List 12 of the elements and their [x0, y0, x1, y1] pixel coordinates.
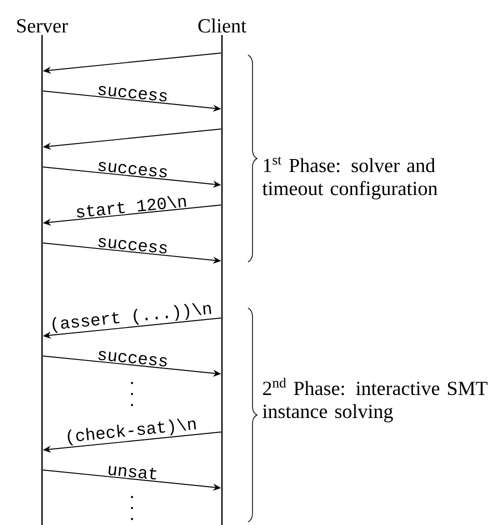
edge-label: success: [98, 350, 167, 366]
edge-label: success: [98, 238, 167, 254]
edge-label: (assert (...))\n: [52, 303, 212, 333]
edge-label: unsat: [108, 466, 156, 480]
phase-note: 2$^{nd}$ Phase: interactive SMT instance solving: [262, 378, 488, 422]
edge-label: start 120\n: [77, 196, 186, 218]
node-label: Client: [198, 18, 246, 33]
edge-label: success: [98, 86, 167, 102]
edge-label: success: [98, 162, 167, 178]
phase-note: 1$^{st}$ Phase: solver and timeout configuration: [262, 156, 438, 200]
node-label: Server: [17, 19, 68, 33]
edge-label: (check-sat)\n: [68, 418, 196, 446]
